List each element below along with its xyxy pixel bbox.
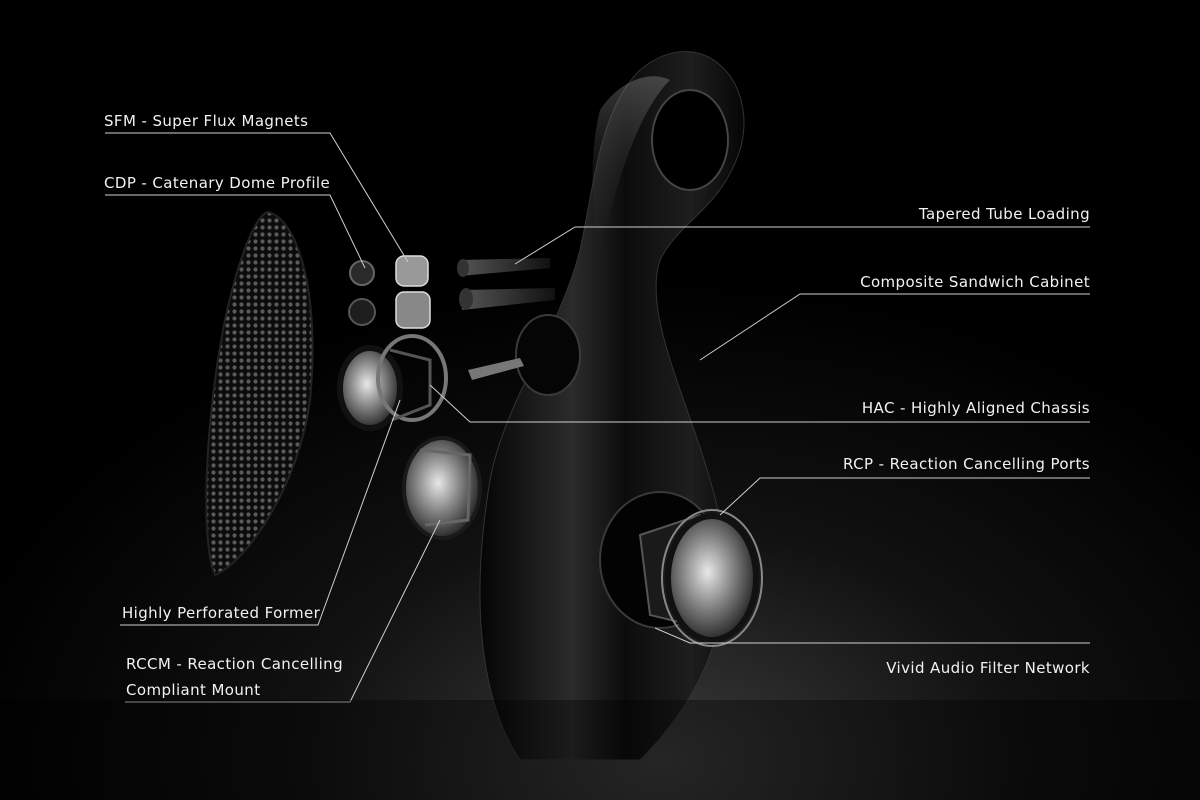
tubes: [457, 258, 555, 380]
callout-cabinet: Composite Sandwich Cabinet: [860, 273, 1090, 291]
callout-rccm-line1: RCCM - Reaction Cancelling: [126, 655, 344, 673]
tapered-tube-opening: [651, 89, 729, 191]
callout-perforated-former: Highly Perforated Former: [122, 604, 321, 622]
leader-lines: [105, 132, 1090, 703]
bass-driver: [638, 509, 763, 647]
callout-filter-network: Vivid Audio Filter Network: [886, 659, 1090, 677]
cdp-dome-icon: [349, 260, 375, 286]
callout-cdp: CDP - Catenary Dome Profile: [104, 174, 331, 192]
rccm-mount: [402, 436, 482, 540]
callout-rcp: RCP - Reaction Cancelling Ports: [843, 455, 1090, 473]
callout-hac: HAC - Highly Aligned Chassis: [861, 399, 1090, 417]
callout-sfm: SFM - Super Flux Magnets: [104, 112, 309, 130]
callout-rccm-line2: Compliant Mount: [126, 681, 261, 699]
callout-tapered-tube: Tapered Tube Loading: [918, 205, 1090, 223]
tweeter-parts: [348, 255, 431, 329]
sfm-magnet-icon: [395, 255, 429, 287]
midrange-driver: [337, 334, 448, 431]
grille: [205, 210, 314, 577]
